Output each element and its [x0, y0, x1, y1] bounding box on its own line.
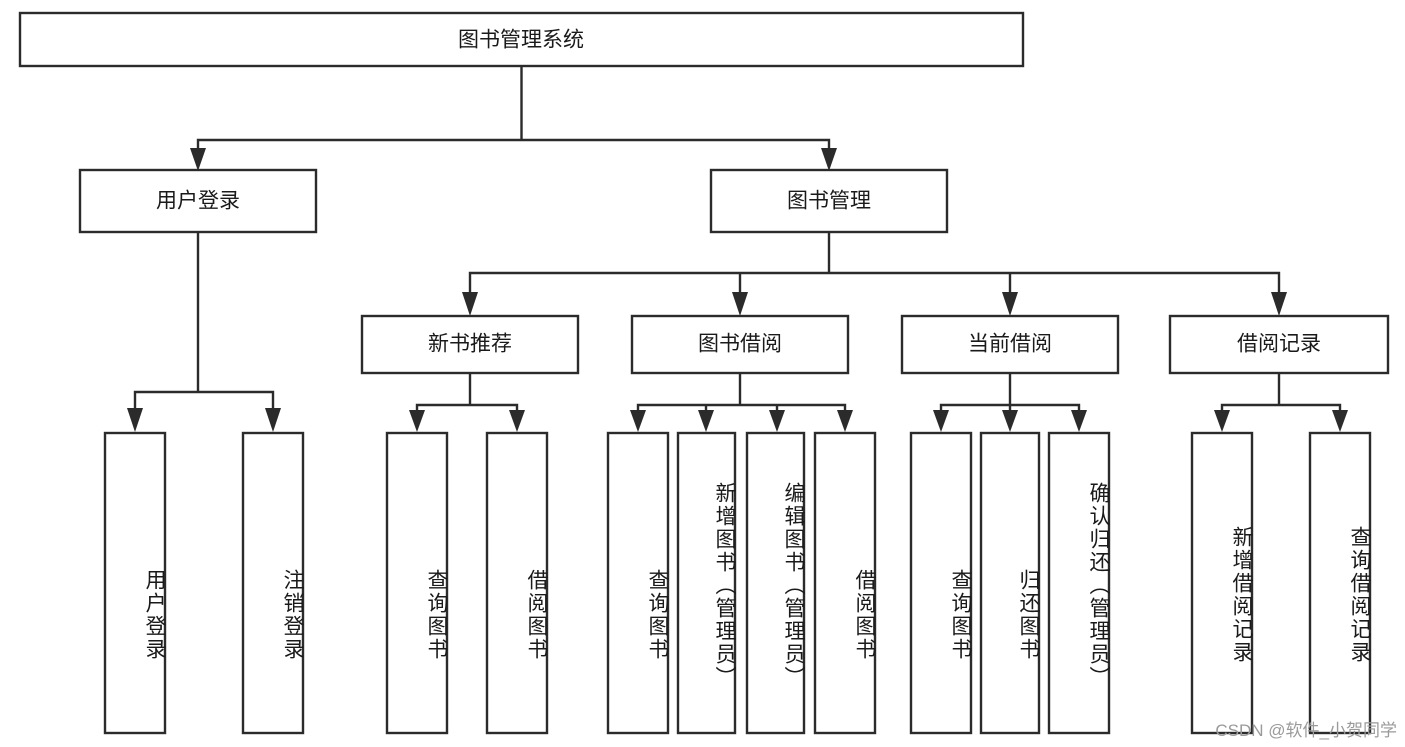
- node-user-login[interactable]: 用户登录: [78, 168, 318, 234]
- arrow-head-icon: [769, 410, 785, 432]
- connector-currentborrow-to-leaves: [933, 371, 1087, 432]
- leaf-box-book-borrow-2[interactable]: [745, 431, 806, 735]
- node-new-book-recommend-label: 新书推荐: [428, 333, 512, 356]
- leaf-box-new-book-0[interactable]: [385, 431, 449, 735]
- leaf-box-borrow-record-0[interactable]: [1190, 431, 1254, 735]
- watermark-text: CSDN @软件_小贺同学: [1215, 721, 1397, 740]
- arrow-head-icon: [821, 148, 837, 171]
- arrow-head-icon: [1071, 410, 1087, 432]
- node-book-borrow-label: 图书借阅: [698, 333, 782, 356]
- leaf-box-book-borrow-0[interactable]: [606, 431, 670, 735]
- arrow-head-icon: [1214, 410, 1230, 432]
- arrow-head-icon: [409, 410, 425, 432]
- arrow-head-icon: [837, 410, 853, 432]
- node-current-borrow[interactable]: 当前借阅: [900, 314, 1120, 375]
- arrow-head-icon: [732, 292, 748, 316]
- leaf-box-book-borrow-1[interactable]: [676, 431, 737, 735]
- arrow-head-icon: [630, 410, 646, 432]
- leaf-box-current-borrow-1[interactable]: [979, 431, 1041, 735]
- node-book-borrow[interactable]: 图书借阅: [630, 314, 850, 375]
- arrow-head-icon: [509, 410, 525, 432]
- leaf-box-book-borrow-3[interactable]: [813, 431, 877, 735]
- arrow-head-icon: [1271, 292, 1287, 316]
- connector-bookborrow-to-leaves: [630, 371, 853, 432]
- node-user-login-label: 用户登录: [156, 190, 240, 213]
- leaf-box-user-login-1[interactable]: [241, 431, 305, 735]
- connector-bookmgmt-to-level3: [462, 230, 1287, 316]
- arrow-head-icon: [190, 148, 206, 171]
- arrow-head-icon: [1002, 410, 1018, 432]
- node-root[interactable]: 图书管理系统: [18, 11, 1025, 68]
- connector-userlogin-to-leaves: [127, 230, 281, 432]
- node-new-book-recommend[interactable]: 新书推荐: [360, 314, 580, 375]
- node-borrow-record-label: 借阅记录: [1237, 333, 1321, 356]
- node-book-management-label: 图书管理: [787, 190, 871, 213]
- leaf-box-current-borrow-0[interactable]: [909, 431, 973, 735]
- leaf-box-new-book-1[interactable]: [485, 431, 549, 735]
- connector-newbook-to-leaves: [409, 371, 525, 432]
- arrow-head-icon: [462, 292, 478, 316]
- node-current-borrow-label: 当前借阅: [968, 333, 1052, 356]
- node-book-management[interactable]: 图书管理: [709, 168, 949, 234]
- node-root-label: 图书管理系统: [458, 29, 584, 52]
- arrow-head-icon: [698, 410, 714, 432]
- arrow-head-icon: [265, 408, 281, 432]
- connector-root-to-level2: [190, 64, 837, 171]
- leaf-box-borrow-record-1[interactable]: [1308, 431, 1372, 735]
- arrow-head-icon: [1002, 292, 1018, 316]
- node-borrow-record[interactable]: 借阅记录: [1168, 314, 1390, 375]
- leaf-box-current-borrow-2[interactable]: [1047, 431, 1111, 735]
- connector-borrowrecord-to-leaves: [1214, 371, 1348, 432]
- arrow-head-icon: [127, 408, 143, 432]
- arrow-head-icon: [933, 410, 949, 432]
- arrow-head-icon: [1332, 410, 1348, 432]
- leaf-box-user-login-0[interactable]: [103, 431, 167, 735]
